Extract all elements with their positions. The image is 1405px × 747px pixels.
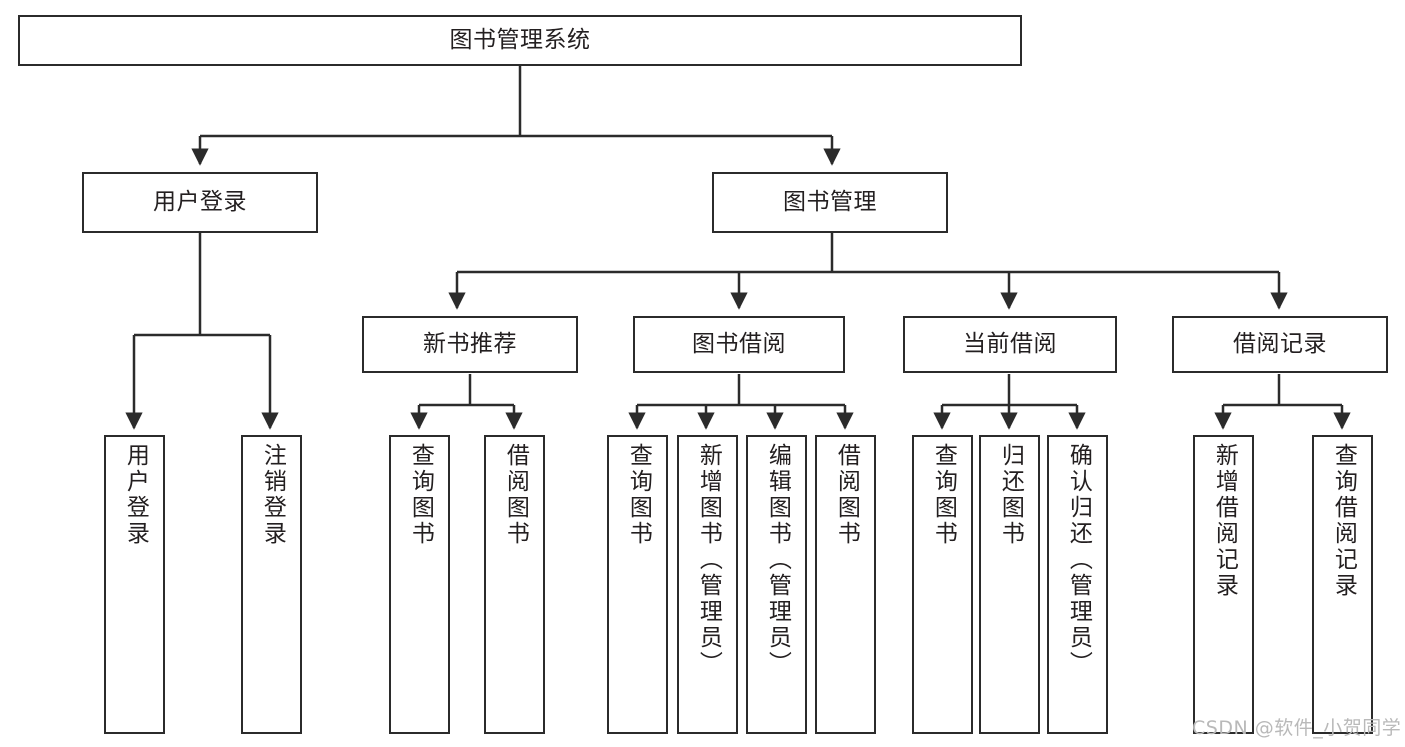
node-book-borrow[interactable]: 图书借阅 bbox=[633, 316, 845, 373]
leaf-query-borrow-record-label: 查询借阅记录 bbox=[1330, 443, 1357, 599]
leaf-add-book-admin-label: 新增图书（管理员） bbox=[695, 443, 722, 677]
node-book-borrow-label: 图书借阅 bbox=[692, 330, 786, 357]
leaf-add-book-admin[interactable]: 新增图书（管理员） bbox=[677, 435, 738, 734]
leaf-add-borrow-record-label: 新增借阅记录 bbox=[1211, 443, 1238, 599]
node-root[interactable]: 图书管理系统 bbox=[18, 15, 1022, 66]
leaf-query-book-recommend[interactable]: 查询图书 bbox=[389, 435, 450, 734]
node-borrow-record[interactable]: 借阅记录 bbox=[1172, 316, 1388, 373]
leaf-return-book[interactable]: 归还图书 bbox=[979, 435, 1040, 734]
leaf-borrow-book-recommend[interactable]: 借阅图书 bbox=[484, 435, 545, 734]
leaf-edit-book-admin-label: 编辑图书（管理员） bbox=[764, 443, 791, 677]
leaf-borrow-book-recommend-label: 借阅图书 bbox=[502, 443, 529, 547]
leaf-edit-book-admin[interactable]: 编辑图书（管理员） bbox=[746, 435, 807, 734]
node-root-label: 图书管理系统 bbox=[449, 26, 591, 53]
leaf-query-book-recommend-label: 查询图书 bbox=[407, 443, 434, 547]
leaf-query-borrow-record[interactable]: 查询借阅记录 bbox=[1312, 435, 1373, 734]
leaf-query-book-borrow[interactable]: 查询图书 bbox=[607, 435, 668, 734]
leaf-borrow-book-label: 借阅图书 bbox=[833, 443, 860, 547]
watermark-text: CSDN @软件_小贺同学 bbox=[1192, 717, 1402, 739]
node-new-book-recommend-label: 新书推荐 bbox=[423, 330, 517, 357]
node-current-borrow[interactable]: 当前借阅 bbox=[903, 316, 1117, 373]
leaf-logout-label: 注销登录 bbox=[259, 443, 286, 547]
node-book-management[interactable]: 图书管理 bbox=[712, 172, 948, 233]
leaf-return-book-label: 归还图书 bbox=[997, 443, 1024, 547]
leaf-confirm-return-admin[interactable]: 确认归还（管理员） bbox=[1047, 435, 1108, 734]
leaf-query-book-current-label: 查询图书 bbox=[930, 443, 957, 547]
leaf-borrow-book[interactable]: 借阅图书 bbox=[815, 435, 876, 734]
leaf-query-book-borrow-label: 查询图书 bbox=[625, 443, 652, 547]
node-book-management-label: 图书管理 bbox=[783, 188, 877, 215]
leaf-add-borrow-record[interactable]: 新增借阅记录 bbox=[1193, 435, 1254, 734]
leaf-query-book-current[interactable]: 查询图书 bbox=[912, 435, 973, 734]
leaf-confirm-return-admin-label: 确认归还（管理员） bbox=[1065, 443, 1092, 677]
leaf-logout[interactable]: 注销登录 bbox=[241, 435, 302, 734]
node-borrow-record-label: 借阅记录 bbox=[1233, 330, 1327, 357]
node-user-login-label: 用户登录 bbox=[153, 188, 247, 215]
node-current-borrow-label: 当前借阅 bbox=[963, 330, 1057, 357]
leaf-user-login[interactable]: 用户登录 bbox=[104, 435, 165, 734]
leaf-user-login-label: 用户登录 bbox=[122, 443, 149, 547]
node-user-login[interactable]: 用户登录 bbox=[82, 172, 318, 233]
node-new-book-recommend[interactable]: 新书推荐 bbox=[362, 316, 578, 373]
